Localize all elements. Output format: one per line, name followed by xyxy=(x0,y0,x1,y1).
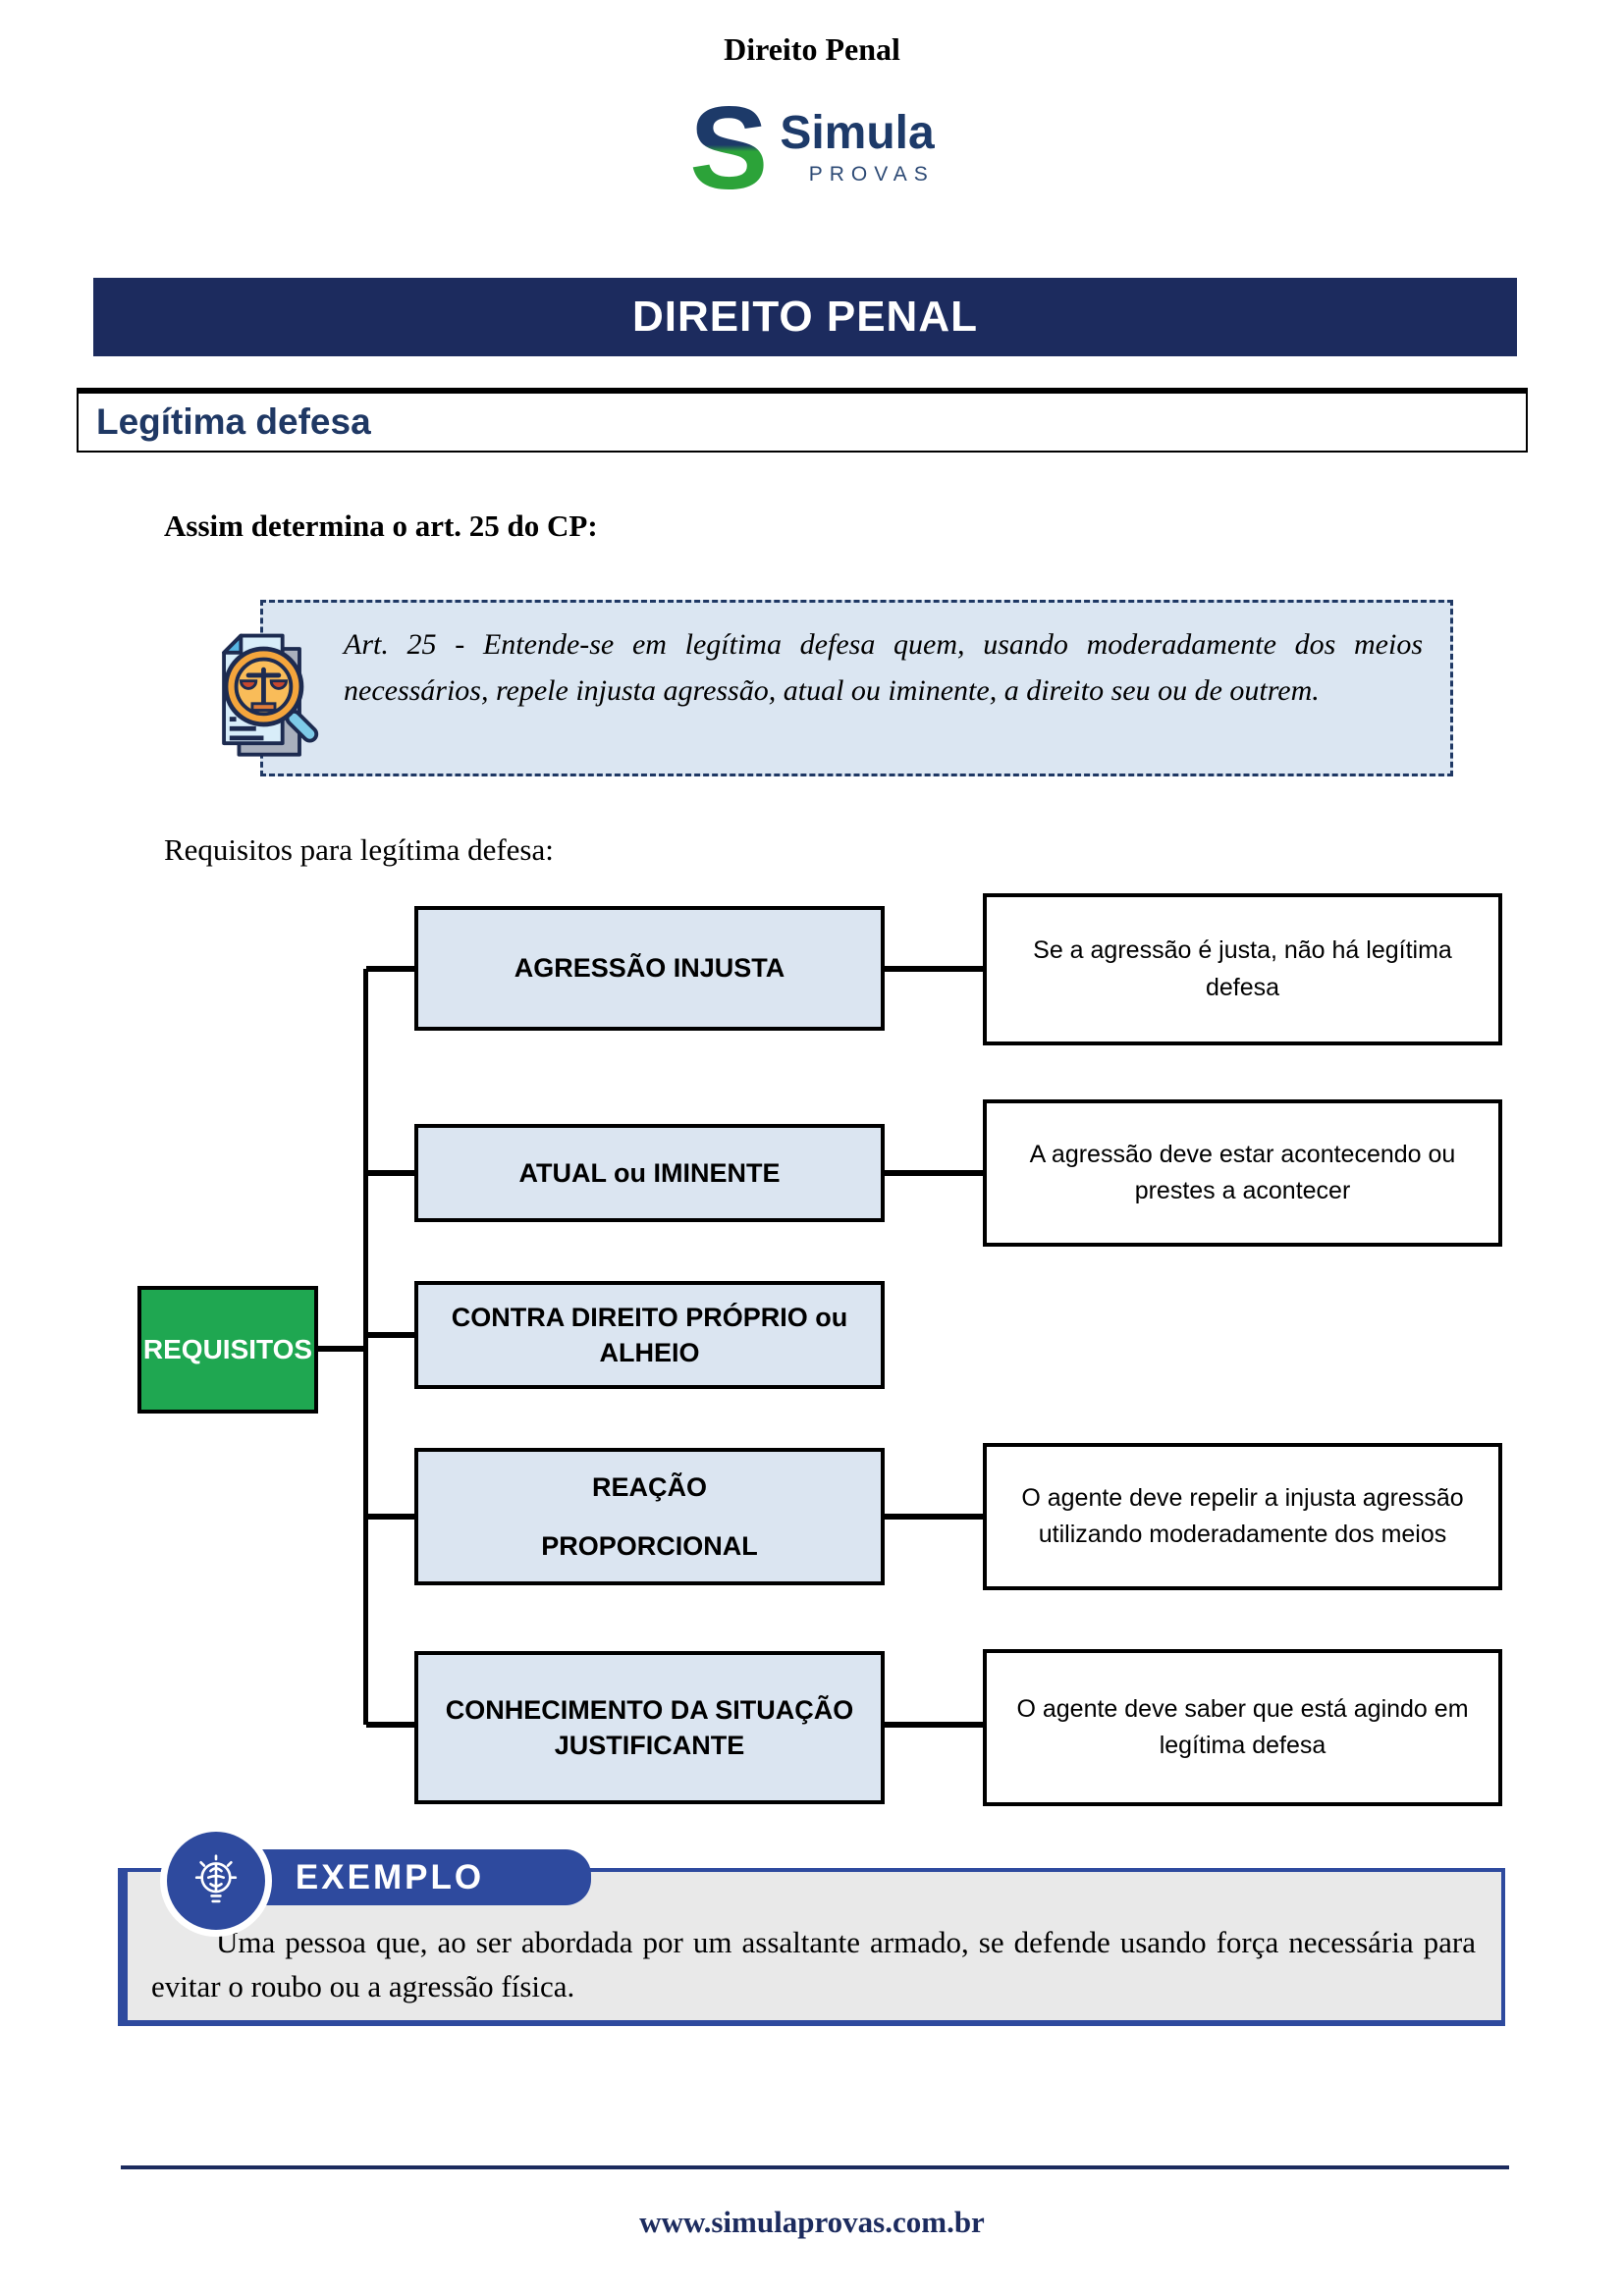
explanation-box-atual-iminente: A agressão deve estar acontecendo ou pre… xyxy=(983,1099,1502,1247)
footer-url[interactable]: www.simulaprovas.com.br xyxy=(639,2205,985,2239)
requirement-box-reacao-proporcional: REAÇÃO PROPORCIONAL xyxy=(414,1448,885,1585)
connector-line xyxy=(883,1170,985,1176)
logo-text: Simula PROVAS xyxy=(780,110,934,187)
footer-divider xyxy=(121,2165,1509,2169)
section-title-box: Legítima defesa xyxy=(77,388,1528,453)
explanation-box-reacao-proporcional: O agente deve repelir a injusta agressão… xyxy=(983,1443,1502,1590)
connector-line xyxy=(883,1722,985,1728)
law-quote-box: Art. 25 - Entende-se em legítima defesa … xyxy=(260,600,1453,776)
lightbulb-brain-icon xyxy=(194,1854,238,1903)
example-text: Uma pessoa que, ao ser abordada por um a… xyxy=(151,1925,1476,2003)
brand-name: Simula xyxy=(780,107,935,160)
connector-line xyxy=(366,1170,417,1176)
requisites-lead-text: Requisitos para legítima defesa: xyxy=(164,832,554,867)
connector-line xyxy=(366,966,417,972)
brand-subname: PROVAS xyxy=(808,163,935,187)
law-document-icon xyxy=(222,633,319,757)
connector-line xyxy=(366,1514,417,1520)
connector-trunk-line xyxy=(363,969,368,1725)
requisites-diagram: REQUISITOS AGRESSÃO INJUSTA Se a agressã… xyxy=(0,883,1624,1831)
requirement-box-direito-proprio-alheio: CONTRA DIREITO PRÓPRIO ou ALHEIO xyxy=(414,1281,885,1389)
connector-line xyxy=(316,1346,365,1352)
brand-logo: S Simula PROVAS xyxy=(0,82,1624,214)
requisites-root-box: REQUISITOS xyxy=(137,1286,318,1414)
idea-circle xyxy=(160,1825,272,1937)
connector-line xyxy=(883,966,985,972)
explanation-box-conhecimento-situacao: O agente deve saber que está agindo em l… xyxy=(983,1649,1502,1806)
intro-lead-text: Assim determina o art. 25 do CP: xyxy=(164,508,598,543)
requirement-line-2: PROPORCIONAL xyxy=(541,1531,758,1561)
requirement-box-conhecimento-situacao: CONHECIMENTO DA SITUAÇÃO JUSTIFICANTE xyxy=(414,1651,885,1804)
section-title: Legítima defesa xyxy=(96,401,371,442)
requirement-box-atual-iminente: ATUAL ou IMINENTE xyxy=(414,1124,885,1222)
law-quote-text: Art. 25 - Entende-se em legítima defesa … xyxy=(344,628,1423,707)
connector-line xyxy=(366,1722,417,1728)
subject-banner: DIREITO PENAL xyxy=(93,278,1517,356)
requirement-line-1: REAÇÃO xyxy=(591,1471,707,1502)
requirement-box-agressao-injusta: AGRESSÃO INJUSTA xyxy=(414,906,885,1031)
logo-s-icon: S xyxy=(689,82,769,214)
page-title: Direito Penal xyxy=(724,31,900,67)
connector-line xyxy=(883,1514,985,1520)
explanation-box-agressao-injusta: Se a agressão é justa, não há legítima d… xyxy=(983,893,1502,1045)
connector-line xyxy=(366,1332,417,1338)
